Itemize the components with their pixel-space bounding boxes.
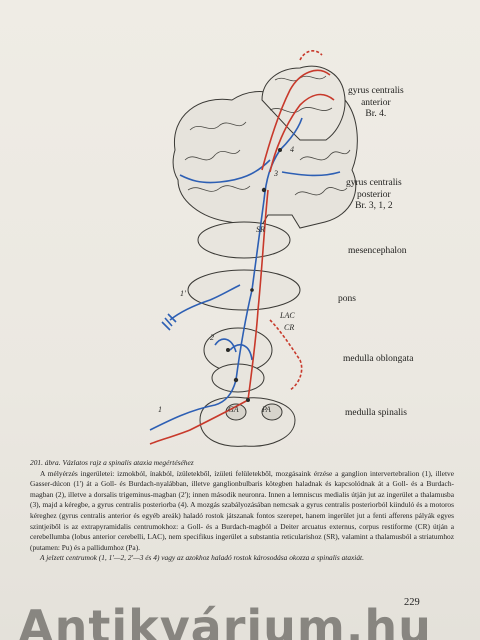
label-gyrus-anterior: gyrus centralis anterior Br. 4. xyxy=(348,86,404,119)
caption-last-line: A jelzett centrumok (1, 1'—2, 2'—3 és 4)… xyxy=(40,553,364,563)
marker-sr: SR xyxy=(256,225,265,234)
marker-4: 4 xyxy=(290,145,294,154)
label-medulla-oblongata: medulla oblongata xyxy=(343,354,414,364)
brainstem-sections xyxy=(187,221,301,447)
label-pons: pons xyxy=(338,294,356,304)
marker-1p: 1' xyxy=(180,289,186,298)
watermark: Antikvárium.hu xyxy=(18,600,432,640)
efferent-pathway-red xyxy=(149,50,335,445)
label-gyrus-posterior: gyrus centralis posterior Br. 3, 1, 2 xyxy=(346,178,402,211)
page-number: 229 xyxy=(404,597,420,608)
afferent-pathway-blue xyxy=(149,117,341,431)
label-mesencephalon: mesencephalon xyxy=(348,246,407,256)
neuron-dots xyxy=(226,148,282,402)
anatomy-figure: 1' 2 1 3 4 SR LAC CR PA GA xyxy=(149,50,358,447)
marker-ga: GA xyxy=(228,405,239,414)
marker-lac: LAC xyxy=(279,311,295,320)
marker-1: 1 xyxy=(158,405,162,414)
figure-caption: 201. ábra. Vázlatos rajz a spinalis atax… xyxy=(30,458,454,564)
figure-markers: 1' 2 1 3 4 SR LAC CR PA GA xyxy=(158,145,295,414)
brain-coronal-section xyxy=(172,65,358,229)
caption-paragraph: A mélyérzés ingerületei: izmokból, ínakb… xyxy=(30,468,454,552)
marker-pa: PA xyxy=(261,405,271,414)
marker-2: 2 xyxy=(210,333,214,342)
caption-title: 201. ábra. Vázlatos rajz a spinalis atax… xyxy=(30,458,194,467)
marker-3: 3 xyxy=(273,169,278,178)
marker-cr: CR xyxy=(284,323,294,332)
label-medulla-spinalis: medulla spinalis xyxy=(345,408,408,418)
